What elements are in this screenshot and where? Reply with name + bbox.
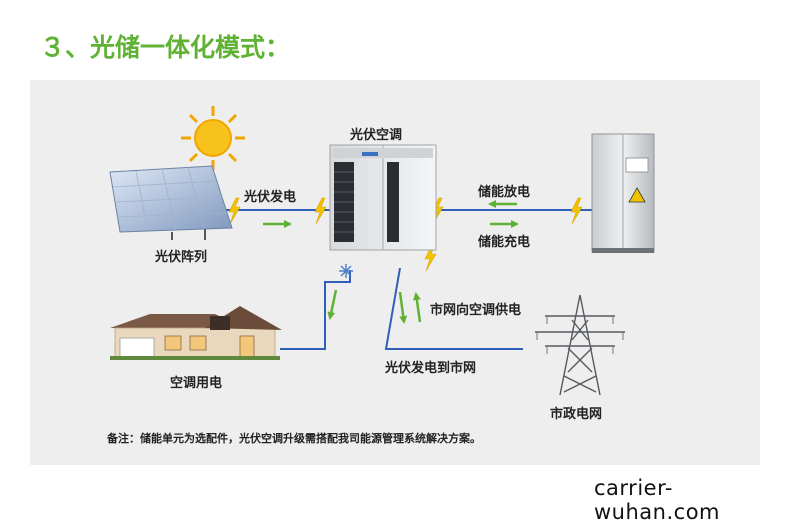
label-pv-ac: 光伏空调	[350, 128, 403, 143]
label-pv-to-grid: 光伏发电到市网	[385, 361, 477, 376]
label-ac-power: 空调用电	[170, 376, 223, 391]
bolt-icon	[314, 197, 327, 225]
label-grid: 市政电网	[550, 407, 603, 422]
arrow-ac-power	[327, 289, 338, 320]
arrow-grid-supply	[412, 292, 422, 323]
diagram-canvas	[109, 106, 655, 396]
bolt-icon	[570, 197, 583, 225]
watermark: carrier-wuhan.com	[594, 476, 720, 524]
flow-arrows	[263, 200, 519, 324]
arrow-pv-to-grid	[398, 291, 408, 324]
label-grid-supply-ac: 市网向空调供电	[430, 303, 522, 318]
house-icon	[110, 306, 282, 360]
transmission-tower-icon	[535, 294, 625, 396]
line-ac-to-grid	[384, 267, 523, 350]
snowflake-icon	[339, 264, 353, 278]
label-storage-discharge: 储能放电	[478, 185, 531, 200]
bolt-icon	[228, 197, 241, 225]
page-title: ３、光储一体化模式：	[40, 33, 291, 62]
solar-panel-icon	[109, 165, 233, 240]
line-ac-to-house	[280, 270, 351, 350]
storage-cabinet-icon	[591, 133, 655, 253]
label-pv-generation: 光伏发电	[244, 190, 297, 205]
bolt-icons	[228, 197, 583, 272]
pv-ac-unit-icon	[329, 144, 437, 251]
sun-icon	[181, 106, 245, 170]
label-pv-array: 光伏阵列	[155, 250, 208, 265]
footnote: 备注：储能单元为选配件，光伏空调升级需搭配我司能源管理系统解决方案。	[107, 432, 481, 445]
label-storage-charge: 储能充电	[478, 235, 531, 250]
